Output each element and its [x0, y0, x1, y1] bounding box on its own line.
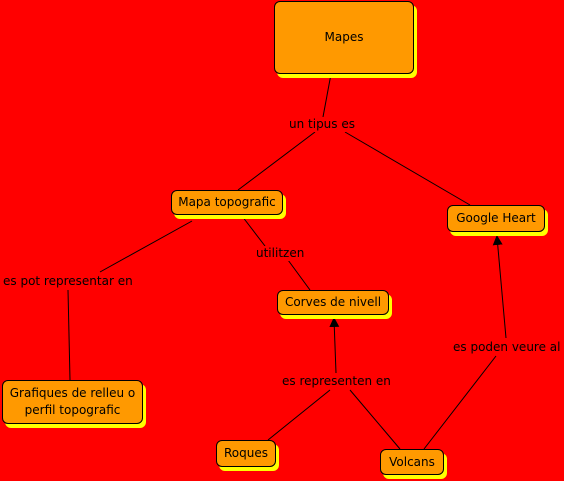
edge-volcans-to-es-representen-en — [349, 389, 401, 450]
edge-un-tipus-es-to-google-heart — [344, 131, 471, 206]
node-corves-de-nivell[interactable]: Corves de nivell — [277, 290, 389, 315]
edge-es-pot-representar-en-to-grafiques — [67, 289, 71, 381]
edge-es-poden-veure-al-to-google-heart — [492, 235, 507, 339]
edge-es-representen-en-to-corves-de-nivell — [329, 317, 340, 374]
edge-mapes-to-un-tipus-es — [322, 73, 332, 118]
node-grafiques[interactable]: Grafiques de relleu o perfil topografic — [2, 380, 143, 424]
edge-mapa-topografic-to-es-pot-representar-en — [99, 220, 193, 273]
link-label-es-pot-representar-en: es pot representar en — [2, 274, 134, 289]
edge-mapa-topografic-to-utilitzen — [241, 215, 266, 247]
edge-un-tipus-es-to-mapa-topografic — [237, 131, 316, 191]
edge-volcans-to-es-poden-veure-al — [423, 355, 497, 450]
link-label-un-tipus-es: un tipus es — [288, 117, 356, 132]
node-roques[interactable]: Roques — [216, 440, 276, 467]
link-label-es-representen-en: es representen en — [281, 374, 392, 389]
node-mapa-topografic[interactable]: Mapa topografic — [171, 190, 283, 215]
node-mapes[interactable]: Mapes — [274, 1, 414, 74]
link-label-utilitzen: utilitzen — [255, 246, 306, 261]
edge-utilitzen-to-corves-de-nivell — [287, 259, 311, 291]
node-google-heart[interactable]: Google Heart — [447, 205, 545, 232]
node-volcans[interactable]: Volcans — [380, 449, 444, 475]
edge-roques-to-es-representen-en — [267, 389, 331, 441]
link-label-es-poden-veure-al: es poden veure al — [452, 340, 562, 355]
